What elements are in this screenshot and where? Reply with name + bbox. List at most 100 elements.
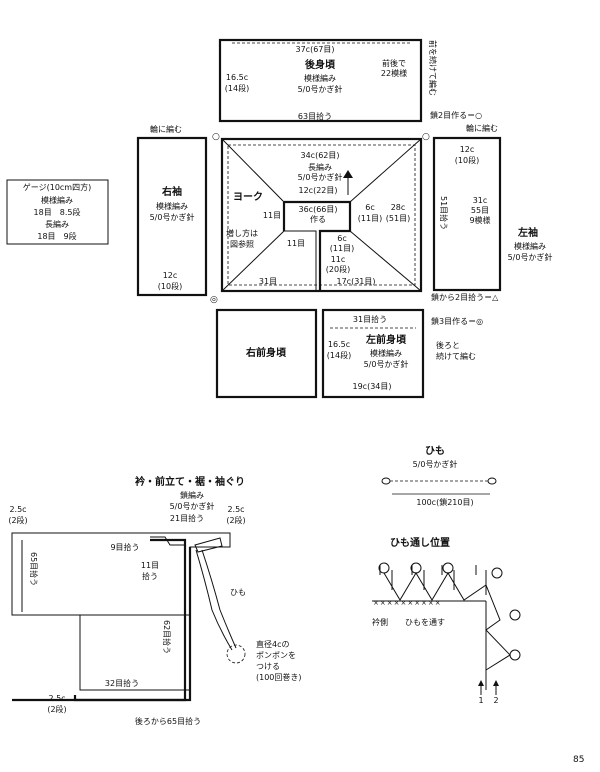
collar-lt-a: 2.5c bbox=[9, 505, 26, 514]
back-body: 37c(67目) 後身頃 模様編み 5/0号かぎ針 16.5c (14段) 前後… bbox=[218, 38, 438, 123]
chain3-note: 鎖3目作る＝◎ bbox=[431, 316, 483, 326]
back-pattern: 模様編み bbox=[304, 73, 336, 83]
right-sleeve: 輪に編む 右袖 模様編み 5/0号かぎ針 12c (10段) bbox=[136, 124, 208, 297]
back-side-b: (14段) bbox=[225, 83, 249, 93]
circle-mark-2: ○ bbox=[422, 132, 430, 142]
lsleeve-hook: 5/0号かぎ針 bbox=[508, 252, 553, 262]
gauge-line2: 18目 8.5段 bbox=[34, 207, 81, 217]
back-top-label: 37c(67目) bbox=[296, 45, 335, 54]
stitch-row: ×××××××××× bbox=[373, 599, 442, 607]
back-side-a: 16.5c bbox=[226, 73, 248, 82]
yoke-11-bottom: 11目 bbox=[287, 239, 305, 248]
lfront-side-a: 16.5c bbox=[328, 340, 350, 349]
collar-lb-b: (2段) bbox=[47, 704, 66, 714]
yoke-11-left: 11目 bbox=[263, 211, 281, 220]
collar-lb-a: 2.5c bbox=[48, 694, 65, 703]
lfront-title: 左前身頃 bbox=[365, 333, 407, 346]
back-bottom-label: 63目拾う bbox=[298, 111, 332, 121]
lfront-bottom: 19c(34目) bbox=[353, 382, 392, 391]
yoke-r28a: 28c bbox=[391, 203, 406, 212]
chain-pickup-note: 鎖から2目拾う＝△ bbox=[431, 292, 499, 302]
lsleeve-side: 51目拾う bbox=[439, 196, 449, 230]
lsleeve-pattern: 模様編み bbox=[514, 241, 546, 251]
left-front-body: 31目拾う 左前身頃 模様編み 5/0号かぎ針 16.5c (14段) 19c(… bbox=[321, 308, 476, 399]
rsleeve-bot-a: 12c bbox=[163, 271, 178, 280]
collar-himo: ひも bbox=[230, 588, 246, 597]
rsleeve-pattern: 模様編み bbox=[156, 201, 188, 211]
lsleeve-r9: 9模様 bbox=[469, 215, 490, 225]
yoke-r6a: 6c bbox=[365, 203, 375, 212]
lfront-hook: 5/0号かぎ針 bbox=[364, 359, 409, 369]
rfront-title: 右前身頃 bbox=[245, 346, 287, 359]
yoke-mid: 12c(22目) bbox=[299, 186, 338, 195]
chain2-note: 鎖2目作る＝○ bbox=[430, 110, 482, 120]
yoke-title: ヨーク bbox=[233, 191, 263, 203]
lfront-top: 31目拾う bbox=[353, 314, 387, 324]
collar-pom4: (100回巻き) bbox=[256, 672, 302, 682]
lsleeve-top-a: 12c bbox=[460, 145, 475, 154]
lfront-pattern: 模様編み bbox=[370, 348, 402, 358]
gauge-title: ゲージ(10cm四方) bbox=[23, 182, 91, 192]
lsleeve-title: 左袖 bbox=[517, 226, 538, 239]
yoke-r11a: 11c bbox=[331, 255, 346, 264]
collar-pom3: つける bbox=[256, 662, 280, 671]
lfront-note2: 続けて編む bbox=[436, 351, 476, 361]
gauge-box: ゲージ(10cm四方) 模様編み 18目 8.5段 長編み 18目 9段 bbox=[6, 179, 109, 245]
yoke-inc2: 図参照 bbox=[230, 239, 254, 249]
gauge-line3: 長編み bbox=[45, 219, 69, 229]
back-title: 後身頃 bbox=[305, 58, 336, 71]
yoke-pattern: 長編み bbox=[308, 162, 332, 172]
collar-rt-b: (2段) bbox=[226, 515, 245, 525]
cord-diagram: ひも 5/0号かぎ針 100c(鎖210目) bbox=[381, 445, 497, 507]
back-note2: 22模様 bbox=[381, 68, 407, 78]
yoke-r11b: (20段) bbox=[326, 264, 350, 274]
collar-n32: 32目拾う bbox=[105, 678, 139, 688]
yoke-bot2: 17c(31目) bbox=[337, 277, 376, 286]
himo-hook: 5/0号かぎ針 bbox=[413, 459, 458, 469]
up-arrow-icon bbox=[343, 170, 353, 178]
collar-pom2: ポンポンを bbox=[256, 651, 296, 660]
collar-lt-b: (2段) bbox=[8, 515, 27, 525]
collar-top21: 21目拾う bbox=[170, 513, 204, 523]
collar-title: 衿・前立て・裾・袖ぐり bbox=[135, 475, 245, 488]
yoke-r28b: (51目) bbox=[386, 214, 410, 223]
collar-n9: 9目拾う bbox=[110, 542, 139, 552]
lfront-side-b: (14段) bbox=[327, 350, 351, 360]
yoke-r6d: (11目) bbox=[330, 244, 354, 253]
yoke-inc1: 増し方は bbox=[226, 228, 258, 238]
collar-bottom: 後ろから65目拾う bbox=[135, 716, 201, 726]
pompom-icon bbox=[226, 644, 246, 664]
circle-mark-1: ○ bbox=[212, 132, 220, 142]
pos-thru: ひもを通す bbox=[405, 617, 445, 627]
back-note1: 前後で bbox=[382, 58, 406, 68]
collar-left65: 65目拾う bbox=[29, 552, 39, 586]
rsleeve-label-top: 輪に編む bbox=[150, 124, 182, 134]
gauge-line1: 模様編み bbox=[41, 195, 73, 205]
collar-n11b: 拾う bbox=[142, 571, 158, 581]
pos-title: ひも通し位置 bbox=[390, 536, 450, 549]
right-front-body: 右前身頃 bbox=[215, 308, 318, 399]
rsleeve-title: 右袖 bbox=[161, 185, 182, 198]
yoke-top: 34c(62目) bbox=[301, 151, 340, 160]
yoke-r6c: 6c bbox=[337, 234, 347, 243]
gauge-line4: 18目 9段 bbox=[37, 231, 76, 241]
yoke-hook: 5/0号かぎ針 bbox=[298, 172, 343, 182]
yoke-r6b: (11目) bbox=[358, 214, 382, 223]
collar-n62: 62目拾う bbox=[162, 620, 172, 654]
left-sleeve: 輪に編む 12c (10段) 51目拾う 31c 55目 9模様 左袖 模様編み… bbox=[432, 123, 553, 292]
threading-diagram: ひも通し位置 ×××××××××× 衿側 ひもを通す 1 2 bbox=[372, 536, 521, 705]
collar-pom1: 直径4cの bbox=[256, 639, 290, 649]
rsleeve-hook: 5/0号かぎ針 bbox=[150, 212, 195, 222]
collar-hook: 5/0号かぎ針 bbox=[170, 501, 215, 511]
collar-rt-a: 2.5c bbox=[227, 505, 244, 514]
lfront-note1: 後ろと bbox=[436, 340, 460, 350]
rsleeve-bot-b: (10段) bbox=[158, 281, 182, 291]
yoke: 34c(62目) 長編み 5/0号かぎ針 ヨーク 12c(22目) 36c(66… bbox=[220, 137, 423, 293]
yoke-bot: 31目 bbox=[259, 277, 277, 286]
back-hook: 5/0号かぎ針 bbox=[298, 84, 343, 94]
pos-n1: 1 bbox=[478, 696, 483, 705]
collar-diagram: 衿・前立て・裾・袖ぐり 鎖編み 5/0号かぎ針 2.5c (2段) 21目拾う … bbox=[8, 475, 301, 726]
himo-len: 100c(鎖210目) bbox=[416, 497, 473, 507]
pos-n2: 2 bbox=[493, 696, 498, 705]
